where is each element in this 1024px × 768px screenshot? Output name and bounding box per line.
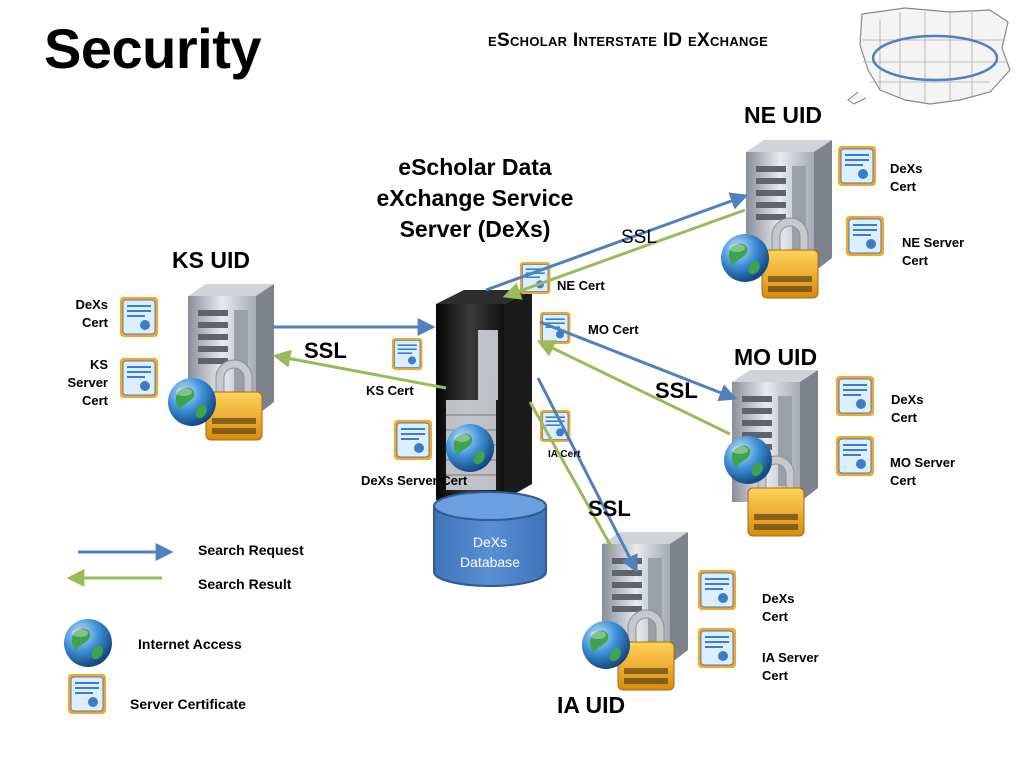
page-title: Security	[44, 17, 262, 80]
ne-cert-label: NE Cert	[557, 278, 605, 293]
dexs-database-icon	[433, 491, 547, 587]
legend-search-result: Search Result	[198, 576, 292, 592]
ne-uid-title: NE UID	[744, 102, 822, 128]
dexs-title-line-1: eScholar Data	[398, 154, 552, 180]
ks-uid-title: KS UID	[172, 247, 250, 273]
legend-search-request: Search Request	[198, 542, 304, 558]
dexs-title-line-2: eXchange Service	[376, 185, 574, 211]
ne-ssl-label: SSL	[621, 227, 657, 248]
ia-cert-label: IA Cert	[548, 449, 581, 460]
mo-ssl-label: SSL	[655, 378, 698, 403]
mo-cert-label: MO Cert	[588, 322, 639, 337]
mo-uid-title: MO UID	[734, 344, 818, 370]
us-map-icon	[847, 7, 1011, 105]
page-subtitle: eScholar Interstate ID eXchange	[488, 30, 769, 51]
legend-server-certificate: Server Certificate	[130, 696, 246, 712]
legend-cert-icon	[67, 673, 107, 715]
dexs-server-icon	[436, 290, 532, 500]
legend-globe-icon	[64, 619, 112, 667]
ks-ssl-label: SSL	[304, 338, 347, 363]
ks-cert-label: KS Cert	[366, 383, 414, 398]
legend-internet-access: Internet Access	[138, 636, 242, 652]
dexs-title: eScholar Data eXchange Service Server (D…	[350, 152, 600, 245]
ia-uid-title: IA UID	[557, 692, 626, 718]
dexs-server-cert-label: DeXs Server Cert	[361, 473, 468, 488]
dexs-title-line-3: Server (DeXs)	[399, 216, 551, 242]
ia-ssl-label: SSL	[588, 496, 631, 521]
